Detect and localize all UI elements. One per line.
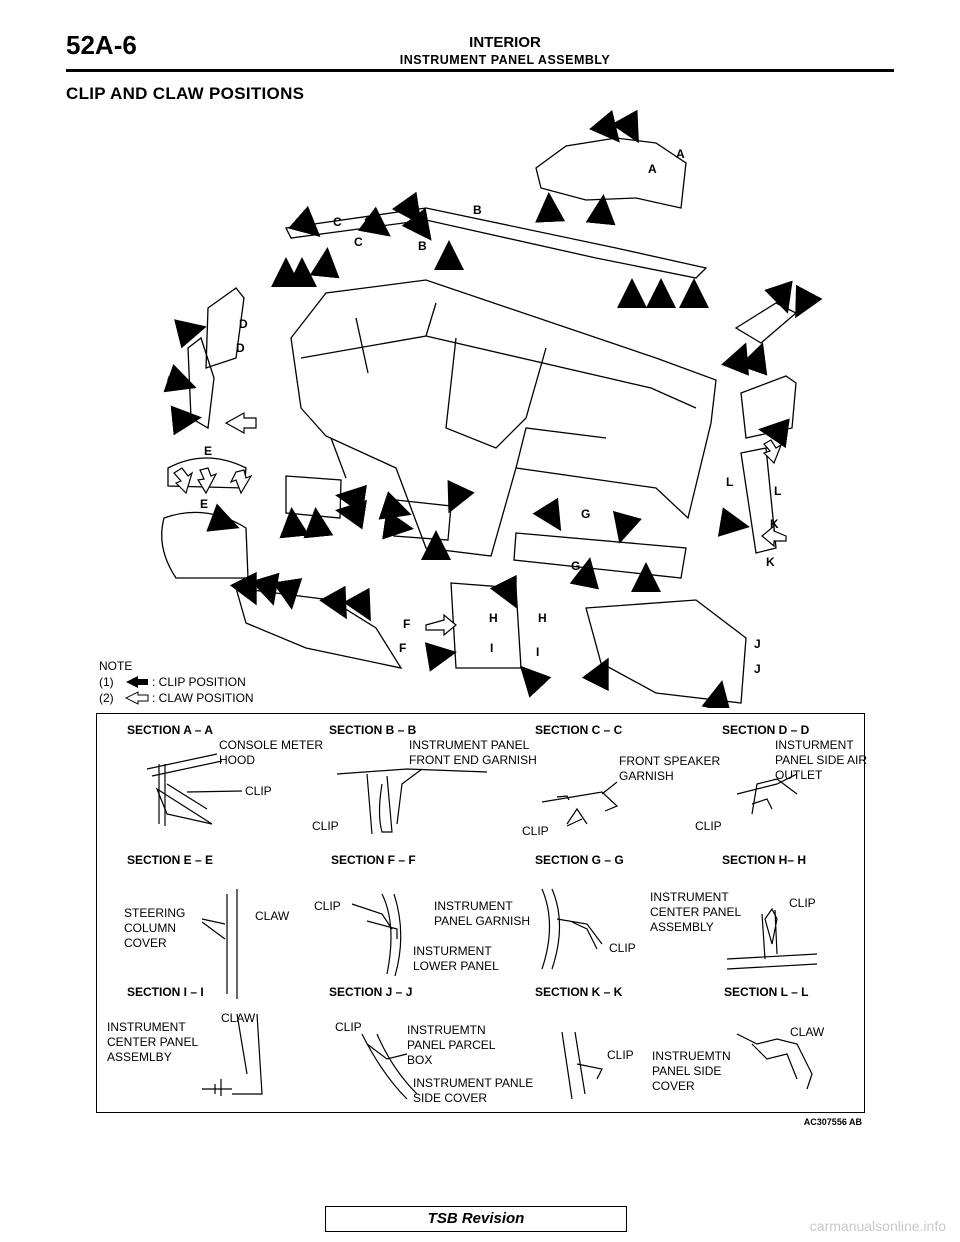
clip-arrows <box>163 109 823 708</box>
note-item2-num: (2) <box>99 691 114 705</box>
view-letters: A A B B C C D D E E F F G G H H I I J J … <box>200 147 781 676</box>
section-b-label: SECTION B – B <box>329 723 417 737</box>
section-heading: CLIP AND CLAW POSITIONS <box>66 84 305 103</box>
claw-arrow-icon <box>124 691 149 705</box>
callout-clip-g: CLIP <box>609 941 636 955</box>
note-item1-text: : CLIP POSITION <box>152 675 246 689</box>
section-sketches <box>146 753 818 1100</box>
clip-arrow-icon <box>126 676 148 688</box>
letter-d: D <box>239 317 248 331</box>
letter-a: A <box>676 147 685 161</box>
panel-outlines <box>161 137 798 704</box>
letter-b: B <box>418 239 427 253</box>
callout-console-meter-hood: CONSOLE METER HOOD <box>219 738 324 767</box>
callout-clip-b: CLIP <box>312 819 339 833</box>
section-c-label: SECTION C – C <box>535 723 623 737</box>
letter-b: B <box>473 203 482 217</box>
section-l-label: SECTION L – L <box>724 985 808 999</box>
callout-side-air-outlet: INSTURMENT PANEL SIDE AIR OUTLET <box>775 738 868 782</box>
section-j-label: SECTION J – J <box>329 985 412 999</box>
note-legend: NOTE (1) : CLIP POSITION (2) : CLAW POSI… <box>99 659 254 705</box>
callout-panel-garnish: INSTRUMENT PANEL GARNISH <box>434 899 531 928</box>
callout-clip-a: CLIP <box>245 784 272 798</box>
callout-parcel-box: INSTRUEMTN PANEL PARCEL BOX <box>407 1023 496 1067</box>
callout-clip-k: CLIP <box>607 1048 634 1062</box>
section-labels: SECTION A – A SECTION B – B SECTION C – … <box>127 723 810 999</box>
callout-front-speaker-garnish: FRONT SPEAKER GARNISH <box>619 754 721 783</box>
header-rule <box>66 69 894 72</box>
section-a-label: SECTION A – A <box>127 723 213 737</box>
callout-clip-c: CLIP <box>522 824 549 838</box>
letter-i: I <box>536 645 539 659</box>
letter-k: K <box>770 517 779 531</box>
claw-arrows <box>173 411 787 637</box>
section-g-label: SECTION G – G <box>535 853 624 867</box>
exploded-view-diagram: A A B B C C D D E E F F G G H H I I J J … <box>99 109 823 708</box>
callout-center-panel-assemlby: INSTRUMENT CENTER PANEL ASSEMLBY <box>107 1020 198 1064</box>
letter-c: C <box>354 235 363 249</box>
letter-e: E <box>204 444 212 458</box>
callout-clip-f: CLIP <box>314 899 341 913</box>
footer-tsb-revision: TSB Revision <box>325 1206 627 1232</box>
callout-steering-column-cover: STEERING COLUMN COVER <box>124 906 186 950</box>
callout-lower-panel: INSTURMENT LOWER PANEL <box>413 944 499 973</box>
callout-clip-h: CLIP <box>789 896 816 910</box>
letter-h: H <box>489 611 498 625</box>
section-d-label: SECTION D – D <box>722 723 810 737</box>
letter-j: J <box>754 662 761 676</box>
page-number: 52A-6 <box>66 30 137 60</box>
callout-claw-i: CLAW <box>221 1011 256 1025</box>
note-item1-num: (1) <box>99 675 114 689</box>
callout-clip-j: CLIP <box>335 1020 362 1034</box>
letter-h: H <box>538 611 547 625</box>
callout-side-cover-l: INSTRUEMTN PANEL SIDE COVER <box>652 1049 731 1093</box>
section-details-drawing: SECTION A – A SECTION B – B SECTION C – … <box>127 723 818 1100</box>
callout-front-end-garnish: INSTRUMENT PANEL FRONT END GARNISH <box>409 738 537 767</box>
note-title: NOTE <box>99 659 132 673</box>
letter-k: K <box>766 555 775 569</box>
figure-id: AC307556 AB <box>803 1117 862 1127</box>
letter-j: J <box>754 637 761 651</box>
section-i-label: SECTION I – I <box>127 985 204 999</box>
letter-a: A <box>648 162 657 176</box>
note-item2-text: : CLAW POSITION <box>152 691 254 705</box>
letter-f: F <box>403 617 410 631</box>
letter-g: G <box>581 507 590 521</box>
letter-i: I <box>490 641 493 655</box>
section-k-label: SECTION K – K <box>535 985 623 999</box>
letter-g: G <box>571 559 580 573</box>
callout-center-panel-assembly: INSTRUMENT CENTER PANEL ASSEMBLY <box>650 890 741 934</box>
chapter-title: INTERIOR <box>469 34 541 51</box>
letter-e: E <box>200 497 208 511</box>
callout-clip-d: CLIP <box>695 819 722 833</box>
section-details-box: SECTION A – A SECTION B – B SECTION C – … <box>96 713 867 1113</box>
letter-d: D <box>236 341 245 355</box>
callout-claw-l: CLAW <box>790 1025 825 1039</box>
section-e-label: SECTION E – E <box>127 853 213 867</box>
callout-claw-e: CLAW <box>255 909 290 923</box>
callout-side-cover-j: INSTRUMENT PANLE SIDE COVER <box>413 1076 534 1105</box>
letter-l: L <box>726 475 733 489</box>
letter-c: C <box>333 215 342 229</box>
letter-l: L <box>774 484 781 498</box>
letter-f: F <box>399 641 406 655</box>
section-h-label: SECTION H– H <box>722 853 806 867</box>
chapter-subtitle: INSTRUMENT PANEL ASSEMBLY <box>399 53 611 67</box>
watermark: carmanualsonline.info <box>809 1218 946 1234</box>
section-f-label: SECTION F – F <box>331 853 416 867</box>
